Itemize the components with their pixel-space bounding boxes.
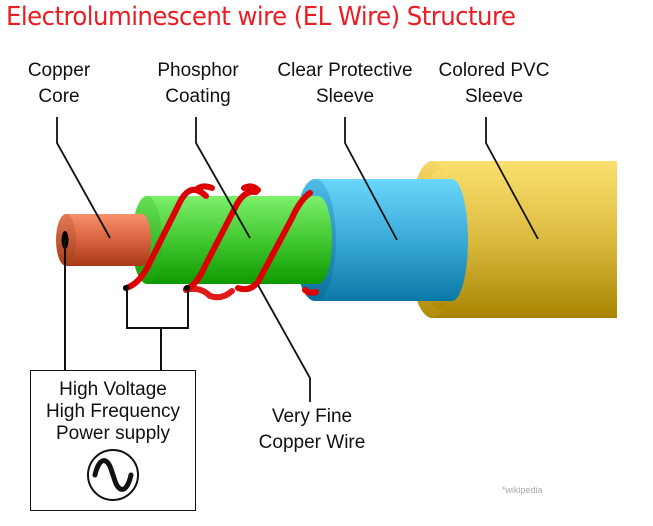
- fine-wire-connector: [126, 288, 189, 329]
- wire-back-segment: [302, 287, 319, 296]
- label-line: Copper Wire: [258, 432, 366, 453]
- copper-core-body: [66, 214, 142, 266]
- leader-pvc-sleeve: [485, 117, 539, 240]
- label-line: Colored PVC: [438, 60, 550, 81]
- label-pvc-sleeve: Colored PVC Sleeve: [428, 58, 560, 110]
- label-line: Phosphor: [157, 60, 239, 81]
- psu-line: Power supply: [55, 423, 171, 444]
- source-credit: *wikipedia: [502, 485, 543, 495]
- label-clear-sleeve: Clear Protective Sleeve: [266, 58, 424, 110]
- wire-helix: [193, 183, 215, 193]
- leader-lines: [56, 117, 539, 402]
- copper-core: [56, 214, 151, 266]
- power-supply-label: High Voltage High Frequency Power supply: [31, 379, 195, 445]
- label-copper-core: Copper Core: [22, 58, 96, 110]
- wire-back-segment: [183, 285, 235, 301]
- label-line: Copper: [27, 60, 91, 81]
- clear-sleeve-body: [314, 179, 452, 301]
- diagram-title: Electroluminescent wire (EL Wire) Struct…: [6, 2, 516, 32]
- label-fine-wire: Very Fine Copper Wire: [248, 404, 376, 456]
- psu-line: High Frequency: [45, 401, 181, 422]
- ac-sine-wave-icon: [87, 449, 139, 501]
- wire-back-segment: [241, 183, 261, 193]
- leader-clear-sleeve: [344, 117, 398, 241]
- wire-helix: [123, 186, 209, 291]
- psu-line: High Voltage: [59, 379, 167, 400]
- circuit-wires: [64, 240, 189, 371]
- wire-helix: [235, 190, 313, 293]
- label-line: Very Fine: [271, 406, 353, 427]
- label-line: Core: [38, 86, 80, 107]
- leader-fine-wire: [257, 284, 311, 402]
- label-line: Coating: [165, 86, 231, 107]
- leader-phosphor: [195, 117, 251, 239]
- label-phosphor-coating: Phosphor Coating: [150, 58, 246, 110]
- fine-copper-wire: [123, 183, 319, 301]
- wire-helix: [183, 188, 259, 292]
- power-supply-box: High Voltage High Frequency Power supply: [30, 370, 196, 511]
- leader-copper-core: [56, 117, 111, 239]
- label-line: Clear Protective: [277, 60, 413, 81]
- label-line: Sleeve: [315, 86, 375, 107]
- label-line: Sleeve: [464, 86, 524, 107]
